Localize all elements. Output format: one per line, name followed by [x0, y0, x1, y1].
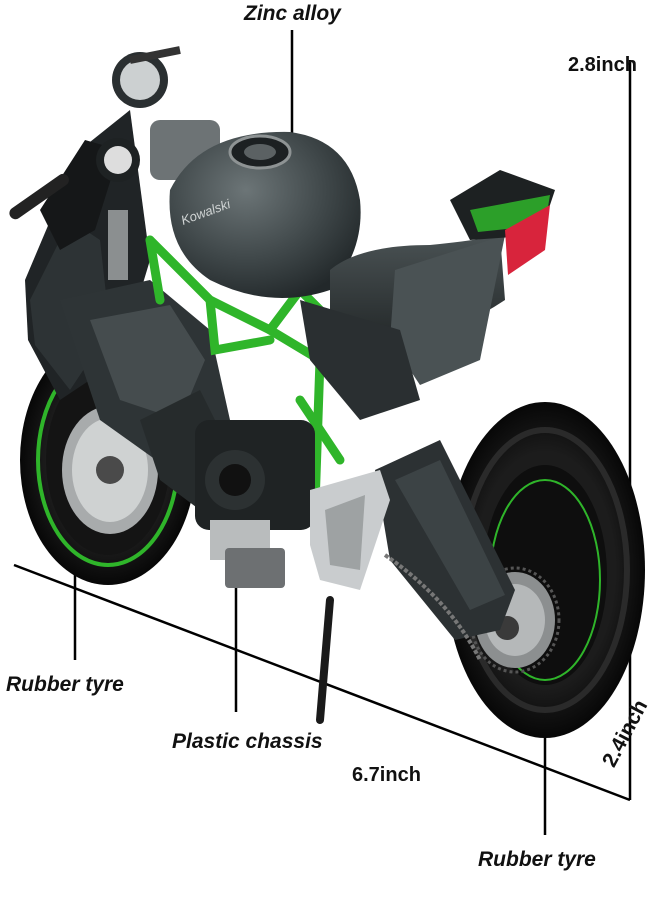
swingarm	[375, 440, 515, 661]
zinc-alloy-label: Zinc alloy	[244, 2, 341, 25]
engine	[195, 420, 315, 588]
fuel-tank: Kowalski	[169, 131, 361, 298]
plastic-chassis-label: Plastic chassis	[172, 730, 323, 753]
rear-tyre-label: Rubber tyre	[478, 848, 596, 871]
footpeg-bracket	[310, 470, 390, 724]
seat-and-tail	[300, 170, 555, 420]
length-dimension-label: 6.7inch	[352, 764, 421, 786]
front-tyre-label: Rubber tyre	[6, 673, 124, 696]
cockpit	[9, 46, 220, 280]
height-dimension-label: 2.8inch	[568, 54, 637, 76]
